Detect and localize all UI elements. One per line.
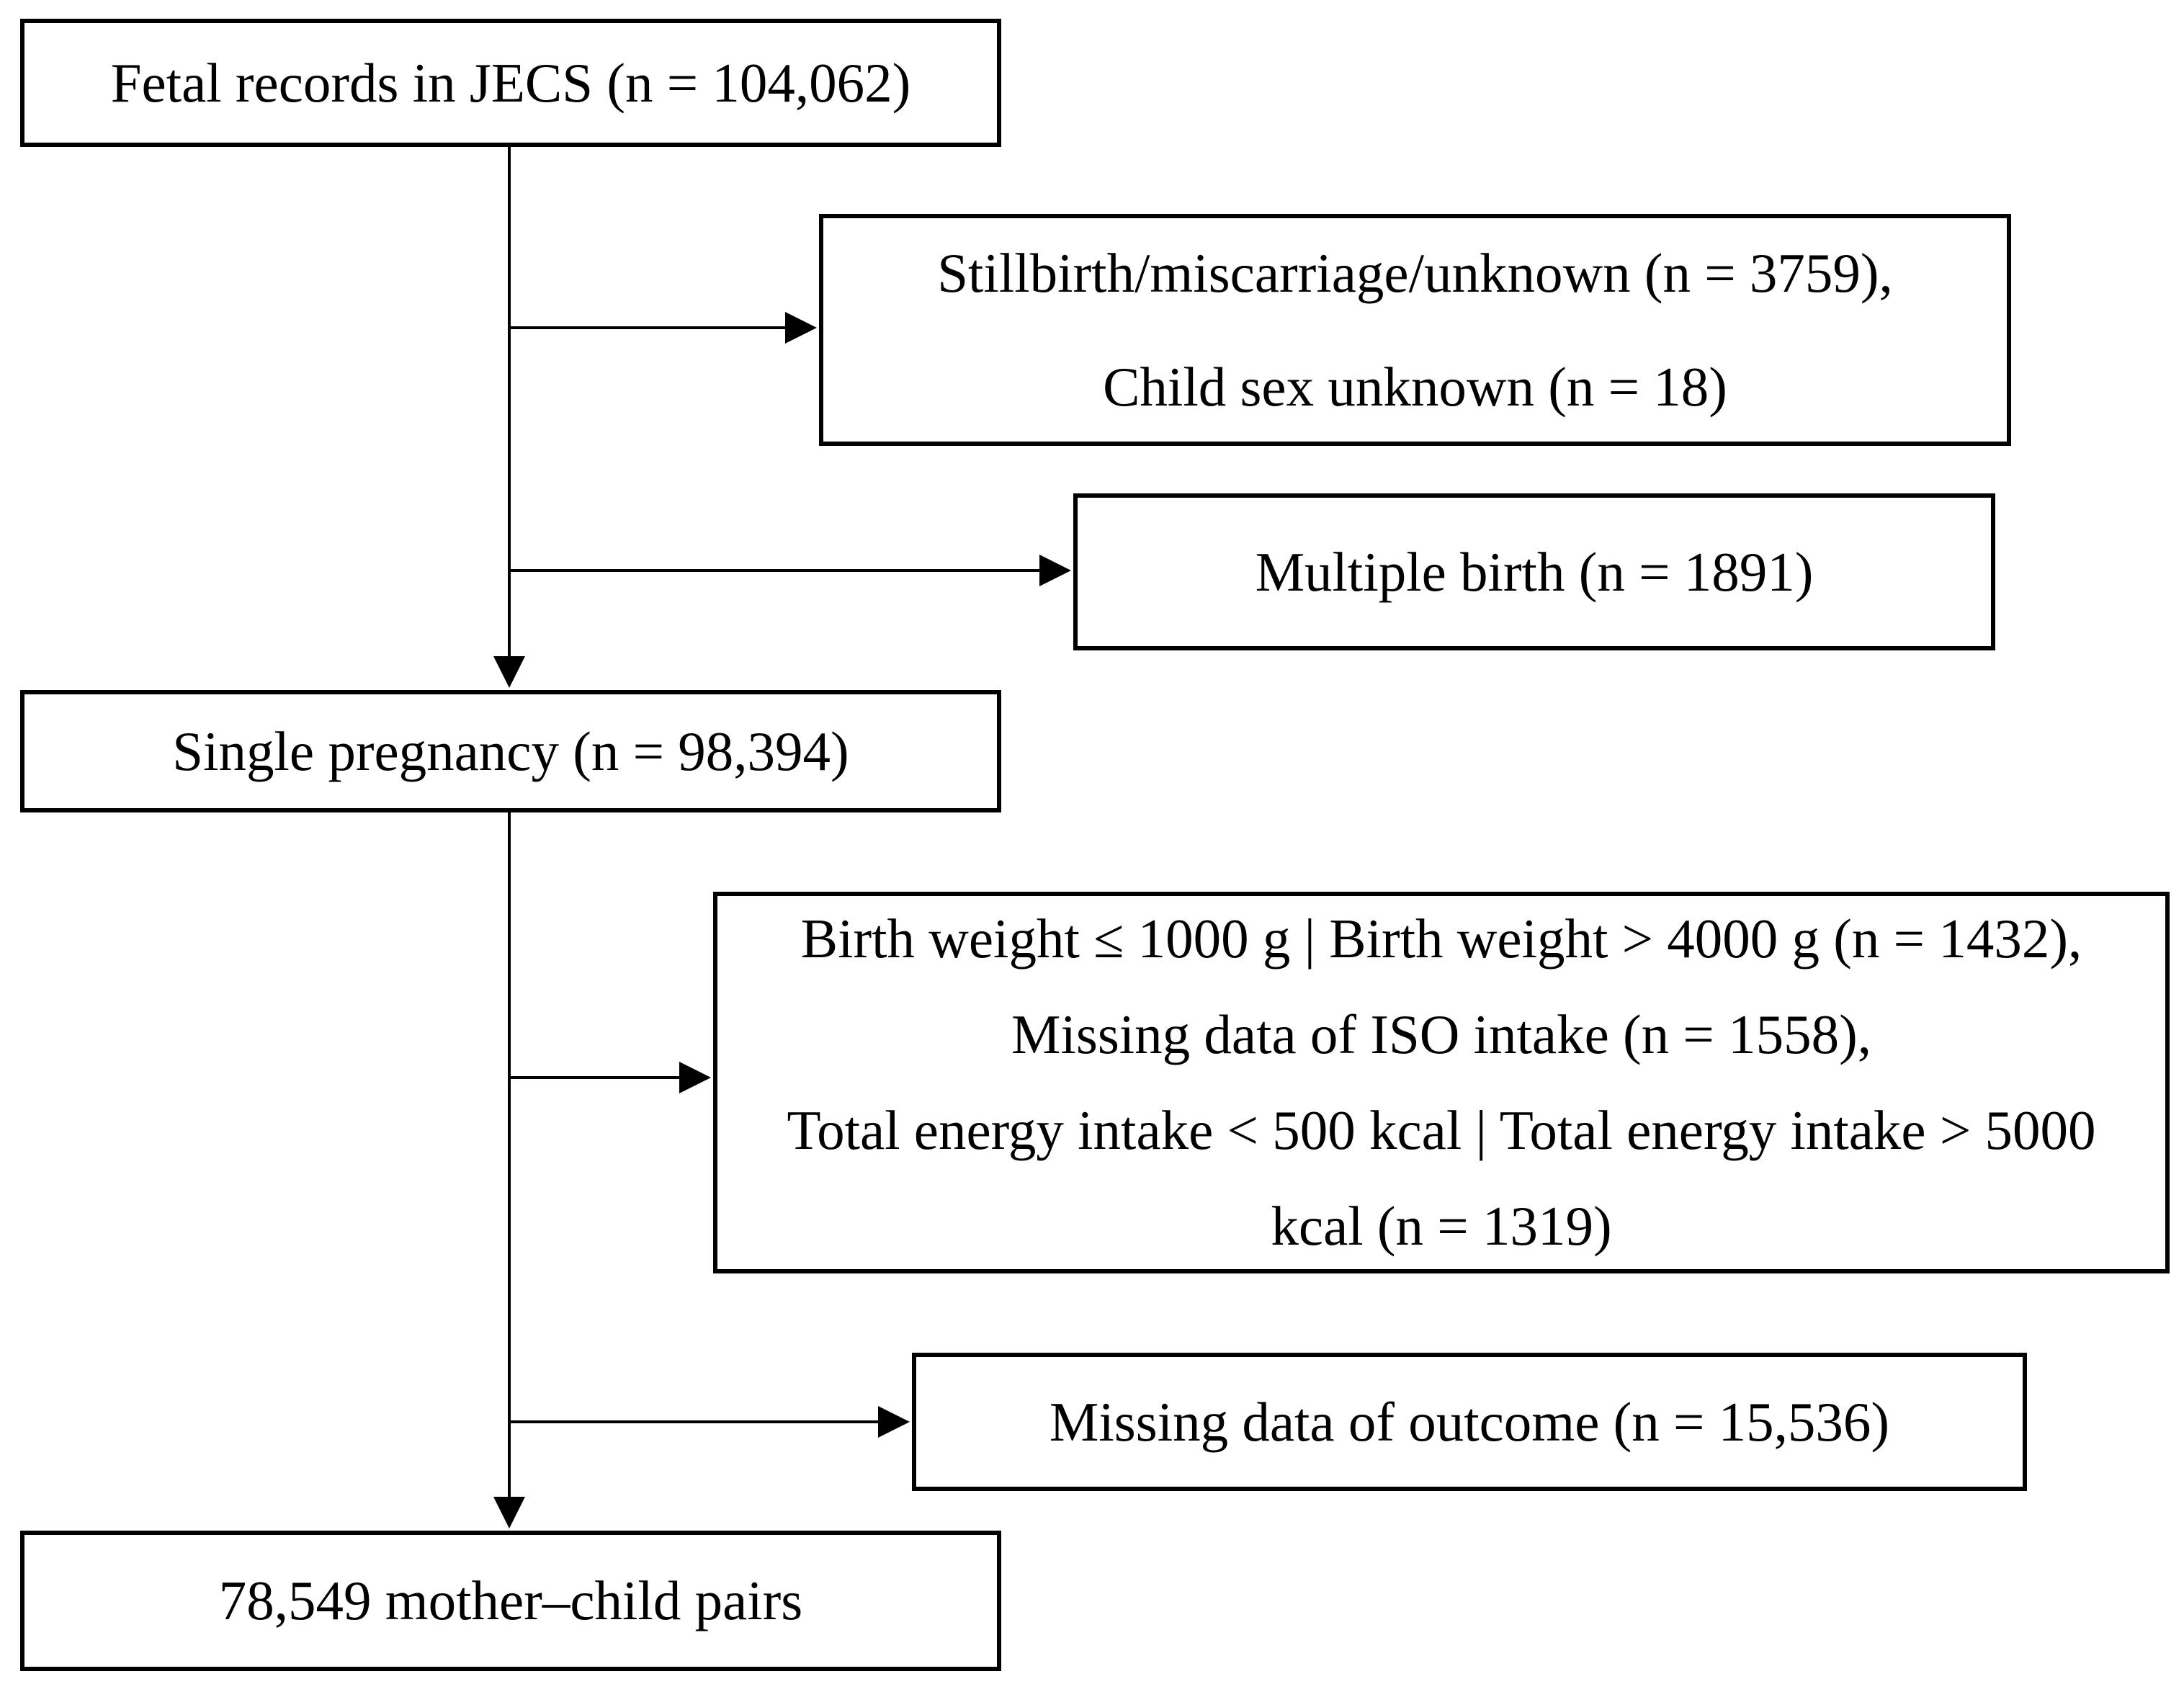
flow-box-text: Fetal records in JECS (n = 104,062) [110,51,911,114]
flow-box-fetal-records: Fetal records in JECS (n = 104,062) [20,19,1001,147]
flow-box-excluded-stillbirth: Stillbirth/miscarriage/unknown (n = 3759… [819,214,2011,446]
flow-box-excluded-birthweight-energy: Birth weight ≤ 1000 g | Birth weight > 4… [713,892,2170,1273]
flow-box-text: Birth weight ≤ 1000 g | Birth weight > 4… [800,908,2082,970]
flow-box-final-sample: 78,549 mother–child pairs [20,1531,1001,1671]
flow-box-text: 78,549 mother–child pairs [218,1570,803,1632]
flow-box-single-pregnancy: Single pregnancy (n = 98,394) [20,690,1001,812]
flow-box-text: kcal (n = 1319) [1271,1195,1612,1257]
arrowhead-into-multiple-birth-box [1039,555,1071,586]
arrowhead-into-stillbirth-box [785,312,817,344]
flow-box-text: Total energy intake < 500 kcal | Total e… [787,1099,2096,1161]
flow-box-text: Multiple birth (n = 1891) [1255,540,1814,603]
flow-box-text: Missing data of ISO intake (n = 1558), [1011,1003,1871,1065]
arrowhead-into-birthweight-energy-box [679,1062,711,1093]
arrowhead-into-single-pregnancy [493,656,525,688]
flow-box-excluded-missing-outcome: Missing data of outcome (n = 15,536) [912,1353,2027,1491]
arrowhead-into-final-sample [493,1497,525,1528]
flow-box-text: Stillbirth/miscarriage/unknown (n = 3759… [937,242,1893,304]
arrowhead-into-missing-outcome-box [878,1406,910,1438]
flow-box-text: Single pregnancy (n = 98,394) [172,720,849,782]
flow-box-text: Missing data of outcome (n = 15,536) [1049,1390,1890,1453]
flow-box-excluded-multiple-birth: Multiple birth (n = 1891) [1073,493,1995,650]
flow-box-text: Child sex unknown (n = 18) [1103,356,1727,418]
